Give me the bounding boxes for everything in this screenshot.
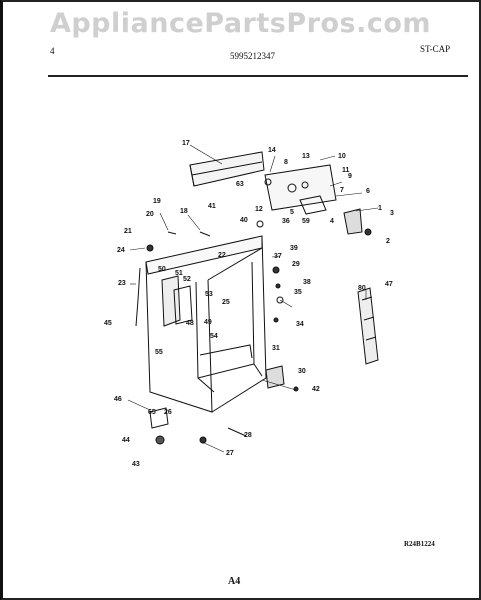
- callout-63: 63: [236, 181, 244, 188]
- callout-14: 14: [268, 147, 276, 154]
- callout-26: 26: [164, 409, 172, 416]
- callout-47: 47: [385, 281, 393, 288]
- callout-11: 11: [342, 167, 350, 174]
- callout-12: 12: [255, 206, 263, 213]
- watermark: AppliancePartsPros.com: [49, 8, 432, 39]
- callout-39: 39: [290, 245, 298, 252]
- callout-40: 40: [240, 217, 248, 224]
- callout-31: 31: [272, 345, 280, 352]
- header-rule: [48, 75, 468, 77]
- callout-13: 13: [302, 153, 310, 160]
- callout-8: 8: [284, 159, 288, 166]
- callout-18: 18: [180, 208, 188, 215]
- callout-4: 4: [330, 218, 334, 225]
- callout-19: 19: [153, 198, 161, 205]
- callout-52: 52: [183, 276, 191, 283]
- callout-29: 29: [292, 261, 300, 268]
- part-number: 5995212347: [230, 51, 275, 61]
- callout-30: 30: [298, 368, 306, 375]
- callout-9: 9: [348, 173, 352, 180]
- callout-35: 35: [294, 289, 302, 296]
- callout-38: 38: [303, 279, 311, 286]
- callout-46: 46: [114, 396, 122, 403]
- callout-34: 34: [296, 321, 304, 328]
- callout-50: 50: [158, 266, 166, 273]
- callout-25: 25: [222, 299, 230, 306]
- callout-3: 3: [390, 210, 394, 217]
- callout-41: 41: [208, 203, 216, 210]
- callout-37: 37: [274, 253, 282, 260]
- callout-5: 5: [290, 209, 294, 216]
- callout-48: 48: [186, 320, 194, 327]
- callout-43: 43: [132, 461, 140, 468]
- callout-7: 7: [340, 187, 344, 194]
- callout-2: 2: [386, 238, 390, 245]
- callout-44: 44: [122, 437, 130, 444]
- callout-23: 23: [118, 280, 126, 287]
- callout-55: 55: [155, 349, 163, 356]
- section-code: ST-CAP: [420, 44, 451, 54]
- callout-54: 54: [210, 333, 218, 340]
- callout-42: 42: [312, 386, 320, 393]
- page-label: A4: [228, 576, 241, 587]
- callout-59: 59: [302, 218, 310, 225]
- callout-10: 10: [338, 153, 346, 160]
- callout-65: 65: [148, 409, 156, 416]
- callout-22: 22: [218, 252, 226, 259]
- callout-49: 49: [204, 319, 212, 326]
- callout-53: 53: [205, 291, 213, 298]
- callout-21: 21: [124, 228, 132, 235]
- callout-1: 1: [378, 205, 382, 212]
- callout-24: 24: [117, 247, 125, 254]
- callout-20: 20: [146, 211, 154, 218]
- page-number: 4: [50, 46, 55, 56]
- callout-6: 6: [366, 188, 370, 195]
- callout-27: 27: [226, 450, 234, 457]
- callout-28: 28: [244, 432, 252, 439]
- callout-80: 80: [358, 285, 366, 292]
- callout-17: 17: [182, 140, 190, 147]
- reference-code: R24B1224: [404, 540, 435, 548]
- callout-45: 45: [104, 320, 112, 327]
- callout-51: 51: [175, 270, 183, 277]
- callout-36: 36: [282, 218, 290, 225]
